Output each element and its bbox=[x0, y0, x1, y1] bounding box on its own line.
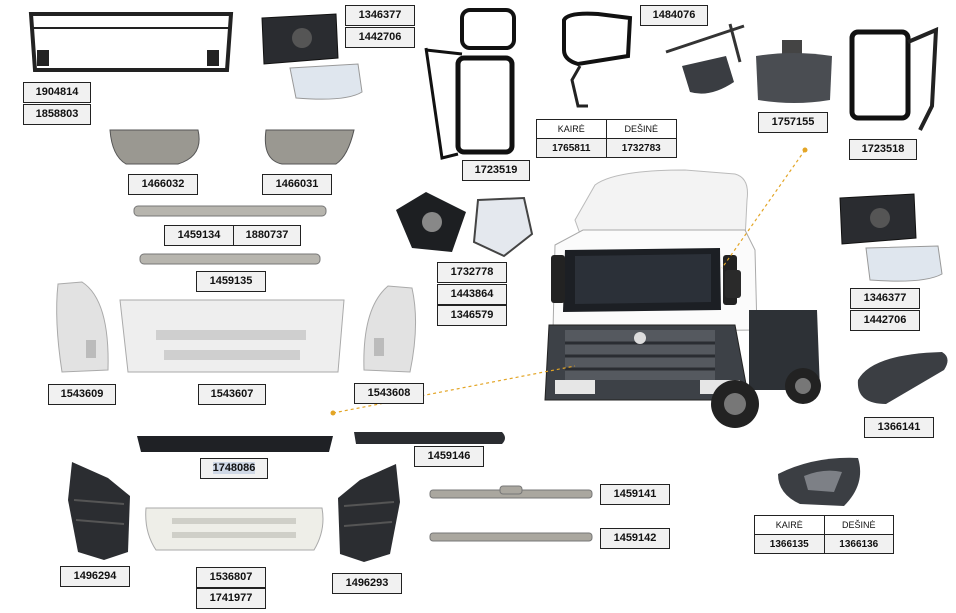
bumper-strip-image bbox=[354, 432, 505, 444]
code-step-left: 1466032 bbox=[128, 174, 198, 195]
code-bumper-grille-1: 1536807 bbox=[196, 567, 266, 588]
header-left: KAIRĖ bbox=[536, 119, 607, 139]
code-grille-strip-upper-2: 1880737 bbox=[233, 225, 301, 246]
wide-mirror-right-image bbox=[849, 26, 939, 131]
code-mirror-plate-2: 1443864 bbox=[437, 284, 507, 305]
mirror-glass-a-image bbox=[261, 13, 363, 100]
header-left: KAIRĖ bbox=[754, 515, 825, 535]
code-corner-left: 1543609 bbox=[48, 384, 116, 405]
code-bracket-left: 1496294 bbox=[60, 566, 130, 587]
code-front-panel: 1543607 bbox=[198, 384, 266, 405]
header-right: DEŠINĖ bbox=[605, 119, 678, 139]
bracket-right-image bbox=[338, 464, 400, 562]
bumper-grille-image bbox=[145, 507, 324, 551]
code-bumper-strip: 1459146 bbox=[414, 446, 484, 467]
header-right: DEŠINĖ bbox=[823, 515, 894, 535]
code-front-mirror: 1757155 bbox=[758, 112, 828, 133]
code-mirror-cover: 1366141 bbox=[864, 417, 934, 438]
code-trim-upper: 1459141 bbox=[600, 484, 670, 505]
code-corner-right: 1543608 bbox=[354, 383, 424, 404]
code-grille-frame-1: 1904814 bbox=[23, 82, 91, 103]
code-mirror-glass-b-2: 1442706 bbox=[850, 310, 920, 331]
grille-strip-lower-image bbox=[139, 253, 321, 265]
mirror-housing-image bbox=[778, 457, 861, 506]
code-mirror-glass-a-2: 1442706 bbox=[345, 27, 415, 48]
corner-right-image bbox=[363, 285, 417, 373]
trim-lower-image bbox=[429, 532, 593, 542]
code-kerb-mirror-arm: 1484076 bbox=[640, 5, 708, 26]
truck-illustration bbox=[544, 169, 821, 428]
code-mirror-plate-3: 1346579 bbox=[437, 305, 507, 326]
step-right-image bbox=[264, 129, 355, 165]
mirror-glass-b-image bbox=[839, 193, 943, 282]
mirror-plate-glass-image bbox=[396, 192, 534, 258]
code-bumper-grille-2: 1741977 bbox=[196, 588, 266, 609]
grille-frame-image bbox=[28, 12, 234, 72]
code-wide-mirror-left: 1723519 bbox=[462, 160, 530, 181]
kerb-mirror-arm-image bbox=[665, 23, 745, 94]
bumper-beam-image bbox=[137, 436, 333, 452]
code-mirror-housing-left: 1366135 bbox=[754, 534, 825, 554]
code-bracket-right: 1496293 bbox=[332, 573, 402, 594]
code-step-right: 1466031 bbox=[262, 174, 332, 195]
corner-left-image bbox=[56, 281, 109, 373]
front-mirror-image bbox=[756, 40, 832, 103]
code-side-mirror-right: 1732783 bbox=[605, 138, 678, 158]
grille-strip-upper-image bbox=[133, 205, 327, 217]
side-mirror-image bbox=[562, 11, 633, 108]
code-mirror-plate-1: 1732778 bbox=[437, 262, 507, 283]
code-bumper-beam: 1748086 bbox=[200, 458, 268, 479]
mirror-cover-image bbox=[857, 352, 948, 404]
code-wide-mirror-right: 1723518 bbox=[849, 139, 917, 160]
code-trim-lower: 1459142 bbox=[600, 528, 670, 549]
bracket-left-image bbox=[68, 462, 130, 560]
step-left-image bbox=[109, 129, 200, 165]
code-side-mirror-left: 1765811 bbox=[536, 138, 607, 158]
wide-mirror-left-image bbox=[424, 8, 516, 160]
trim-upper-image bbox=[429, 485, 593, 499]
code-mirror-housing-right: 1366136 bbox=[823, 534, 894, 554]
code-grille-strip-upper-1: 1459134 bbox=[164, 225, 234, 246]
code-mirror-glass-b-1: 1346377 bbox=[850, 288, 920, 309]
code-grille-strip-lower: 1459135 bbox=[196, 271, 266, 292]
code-grille-frame-2: 1858803 bbox=[23, 104, 91, 125]
front-panel-image bbox=[119, 299, 345, 373]
code-mirror-glass-a-1: 1346377 bbox=[345, 5, 415, 26]
